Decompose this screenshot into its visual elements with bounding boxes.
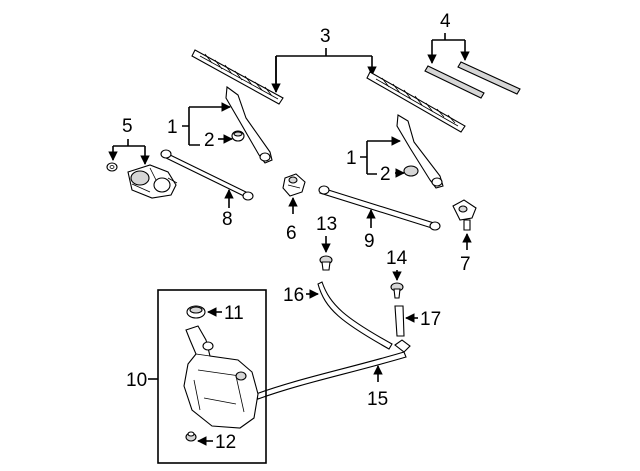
callout-2-right: 2 [380, 164, 405, 185]
callout-15: 15 [367, 365, 388, 410]
callout-1-left: 1 [167, 102, 231, 146]
arm-cap-right [403, 165, 419, 177]
arm-cap-left [231, 130, 245, 142]
washer-reservoir [183, 325, 259, 429]
reservoir-group: 10 [126, 289, 267, 464]
washer-hose [255, 339, 411, 400]
blade-insert-b [457, 61, 521, 95]
callout-11-label: 11 [224, 303, 244, 324]
callout-4-label: 4 [440, 11, 451, 32]
callout-16: 16 [283, 285, 319, 306]
callout-16-label: 16 [283, 285, 304, 306]
hose-left [317, 281, 393, 350]
wiper-blade-right [366, 71, 466, 133]
callout-1-left-label: 1 [167, 117, 178, 138]
callout-7-label: 7 [460, 254, 471, 275]
callout-3: 3 [271, 26, 372, 93]
linkage-rod-right [318, 185, 441, 231]
linkage-rod-left [160, 149, 254, 201]
callout-1-right: 1 [346, 136, 401, 175]
wiper-arm-left [225, 85, 273, 164]
reservoir-group-box [157, 289, 267, 464]
nozzle-right [390, 282, 404, 299]
callout-2-left: 2 [204, 130, 233, 151]
wiper-arm-right [396, 114, 444, 189]
callout-10-label: 10 [126, 370, 147, 391]
callout-1-right-label: 1 [346, 148, 357, 169]
callout-12: 12 [197, 432, 236, 453]
pump-grommet [185, 431, 197, 442]
callout-2-left-label: 2 [204, 130, 215, 151]
callout-13-label: 13 [316, 214, 337, 235]
callout-4: 4 [427, 11, 470, 64]
callout-6: 6 [286, 197, 298, 244]
motor-nut [106, 162, 118, 172]
wiper-motor [127, 164, 178, 199]
callout-8: 8 [222, 189, 234, 230]
callout-3-label: 3 [320, 26, 331, 47]
reservoir-cap [186, 305, 206, 319]
nozzle-left [319, 255, 333, 271]
callout-9-label: 9 [364, 231, 375, 252]
callout-17-label: 17 [420, 309, 441, 330]
callout-15-label: 15 [367, 389, 388, 410]
callout-5-label: 5 [122, 116, 133, 137]
callout-14: 14 [386, 248, 408, 281]
blade-insert-a [424, 65, 485, 99]
callout-5: 5 [108, 116, 150, 165]
callout-2-right-label: 2 [380, 164, 391, 185]
wiper-blade-left [191, 49, 284, 105]
callout-9: 9 [364, 209, 376, 252]
callout-17: 17 [405, 309, 441, 330]
pivot-left [282, 173, 306, 197]
callout-7: 7 [460, 233, 472, 275]
callout-8-label: 8 [222, 209, 233, 230]
callout-13: 13 [316, 214, 337, 253]
callout-12-label: 12 [215, 432, 236, 453]
callout-11: 11 [207, 303, 244, 324]
callout-14-label: 14 [386, 248, 408, 269]
callout-6-label: 6 [286, 223, 297, 244]
pivot-right [452, 199, 477, 231]
hose-right [394, 305, 405, 337]
